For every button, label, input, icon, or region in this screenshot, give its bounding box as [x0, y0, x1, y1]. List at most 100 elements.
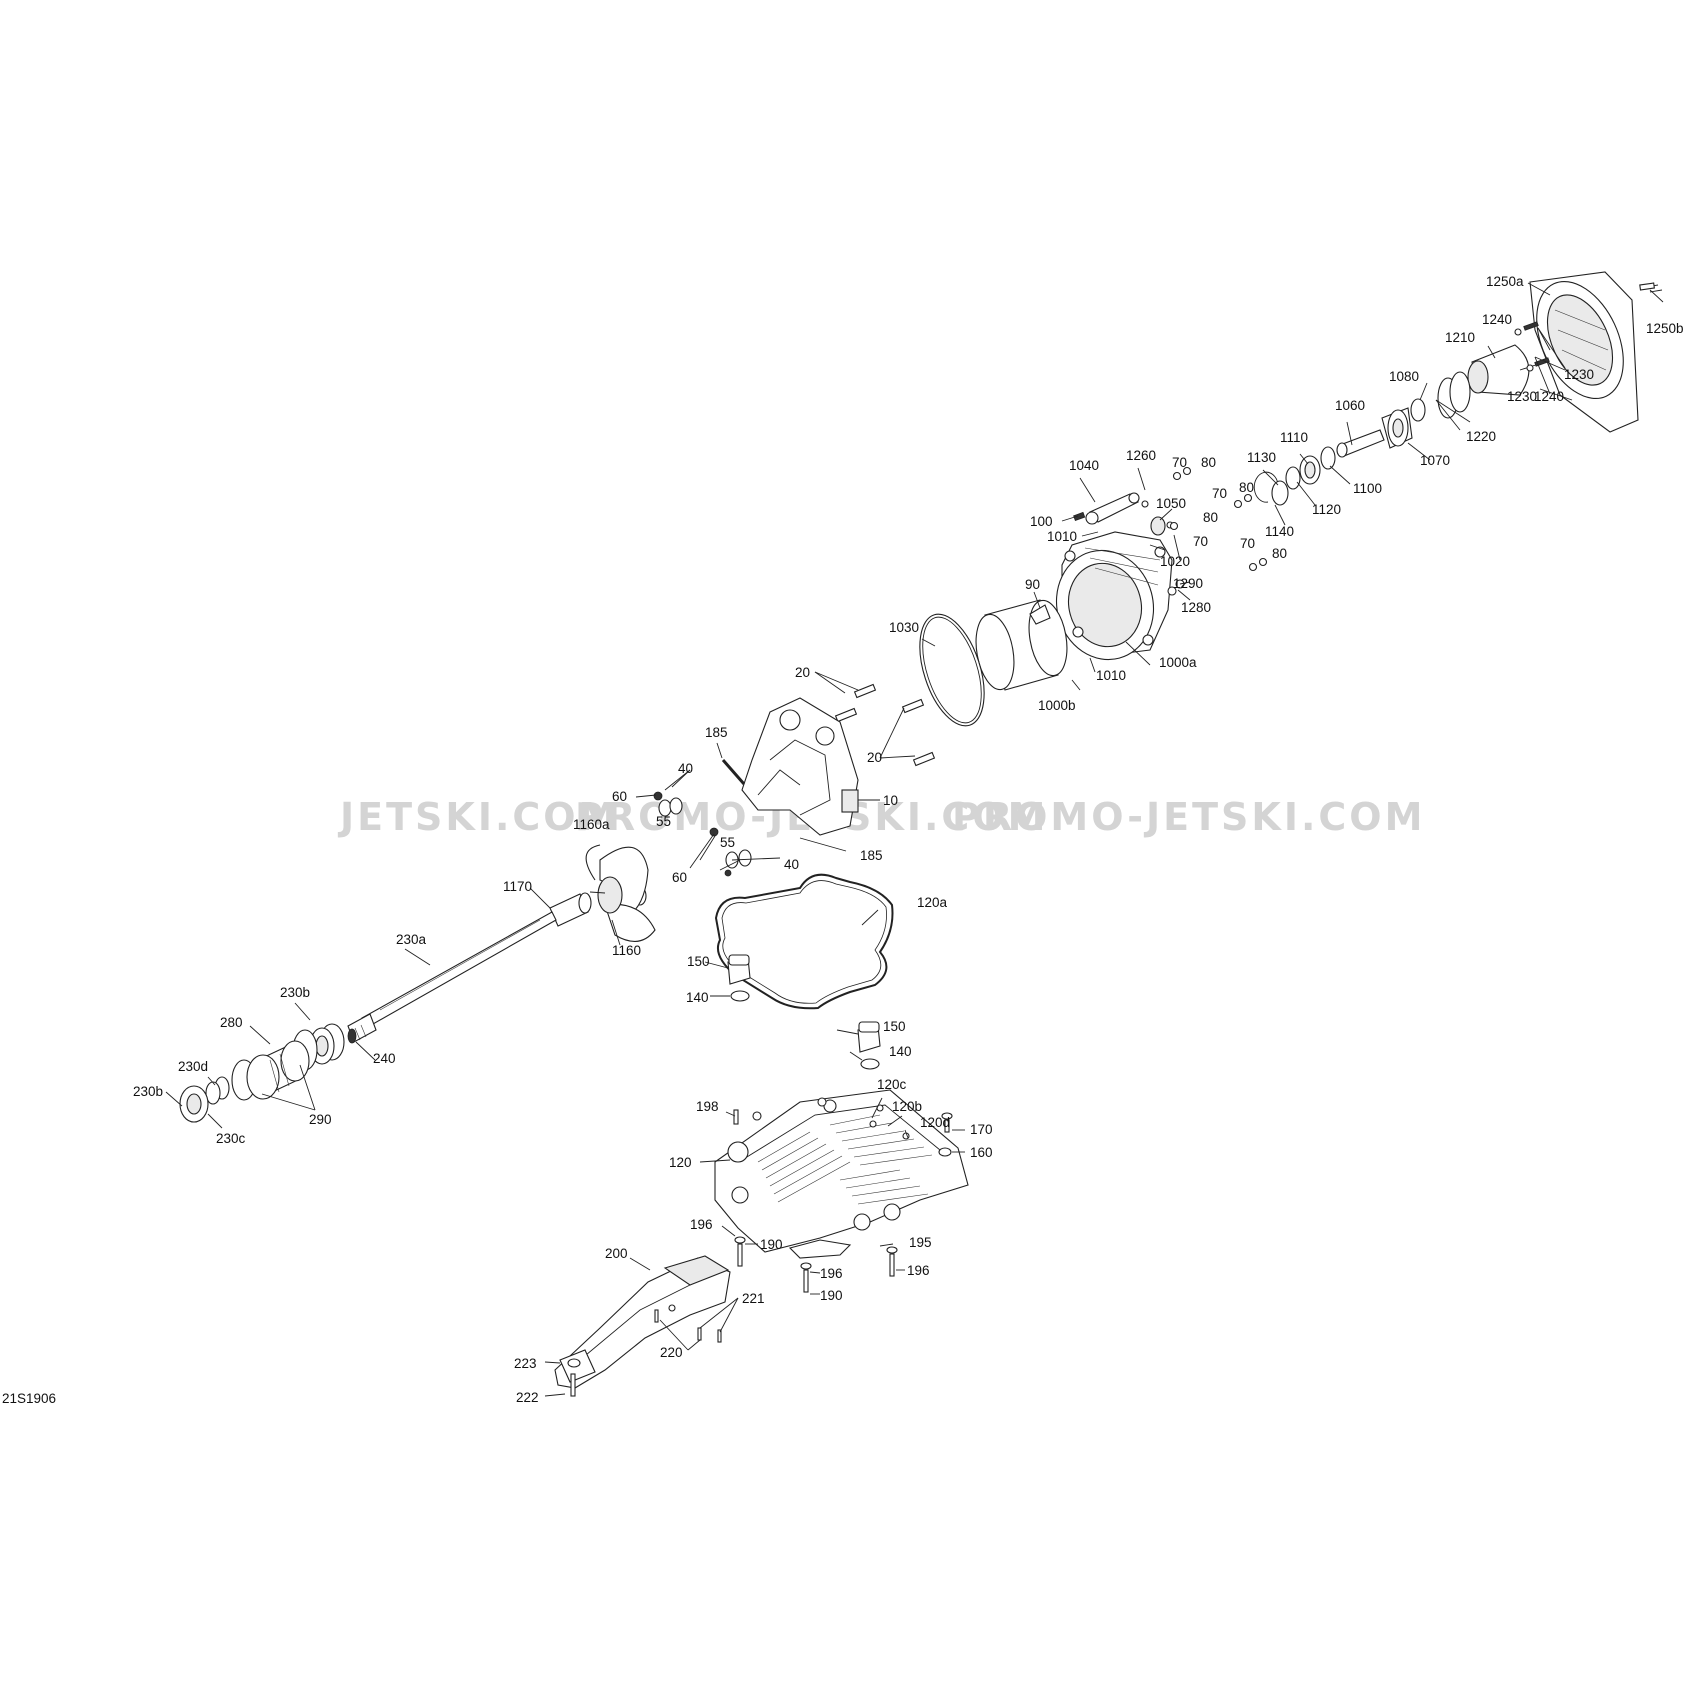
circlip-1140: [1253, 471, 1279, 503]
callout: 1250b: [1646, 321, 1683, 336]
callout: 230c: [216, 1131, 246, 1146]
bearing-1070: [1381, 407, 1413, 449]
callout: 1130: [1247, 450, 1276, 465]
callout: 1160: [612, 943, 641, 958]
callout: 140: [686, 990, 709, 1005]
callout: 196: [907, 1263, 930, 1278]
parts-artwork: [179, 271, 1663, 1397]
callout: 1250a: [1486, 274, 1524, 289]
cone-part: [1467, 344, 1546, 396]
callout: 140: [889, 1044, 912, 1059]
bolts-ride-plate: [733, 1104, 953, 1293]
spring-240: [347, 1028, 357, 1044]
seal-1120: [1285, 466, 1301, 490]
callout: 1220: [1466, 429, 1496, 444]
callout: 120a: [917, 895, 948, 910]
callout: 70: [1193, 534, 1208, 549]
callout: 80: [1272, 546, 1287, 561]
callout: 120b: [892, 1099, 922, 1114]
pin-185: [721, 759, 746, 785]
callout: 240: [373, 1051, 396, 1066]
drawing-code: 21S1906: [2, 1391, 56, 1406]
fitting-150a: [727, 954, 751, 1002]
callout: 1290: [1173, 576, 1203, 591]
ring-1130: [1271, 480, 1289, 506]
callout: 1000b: [1038, 698, 1076, 713]
callout: 80: [1203, 510, 1218, 525]
callout: 190: [760, 1237, 783, 1252]
callout: 200: [605, 1246, 628, 1261]
callout: 1230: [1507, 389, 1537, 404]
callout: 195: [909, 1235, 932, 1250]
callout: 1170: [503, 879, 532, 894]
callout: 1260: [1126, 448, 1156, 463]
callout: 1230: [1564, 367, 1594, 382]
callout: 290: [309, 1112, 332, 1127]
callout: 55: [656, 814, 671, 829]
callout: 70: [1240, 536, 1255, 551]
studs-20: [834, 683, 936, 767]
callout: 60: [612, 789, 627, 804]
callout: 230b: [133, 1084, 163, 1099]
callout: 1030: [889, 620, 919, 635]
venturi-part: [1529, 271, 1663, 433]
shaft-1060: [1336, 429, 1385, 458]
callout: 222: [516, 1390, 539, 1405]
wear-ring-1000b: [975, 599, 1068, 691]
callout: 60: [672, 870, 687, 885]
callout: 1020: [1160, 554, 1190, 569]
callout: 160: [970, 1145, 993, 1160]
callout: 1140: [1265, 524, 1294, 539]
callout: 198: [696, 1099, 719, 1114]
callout: 80: [1239, 480, 1254, 495]
callout: 190: [820, 1288, 843, 1303]
plug-1050: [1150, 516, 1166, 536]
callout: 1240: [1482, 312, 1512, 327]
callout: 220: [660, 1345, 683, 1360]
callout: 1080: [1389, 369, 1419, 384]
stator-housing-10: [741, 697, 859, 836]
callout: 196: [690, 1217, 713, 1232]
callout: 221: [742, 1291, 765, 1306]
callout: 1040: [1069, 458, 1099, 473]
callout: 1110: [1280, 430, 1308, 445]
boot-280: [246, 1040, 310, 1100]
drive-shaft-230a: [347, 911, 557, 1043]
screw-100: [1073, 511, 1086, 522]
callout: 230a: [396, 932, 427, 947]
callout: 20: [795, 665, 810, 680]
callout: 230b: [280, 985, 310, 1000]
callout: 40: [784, 857, 799, 872]
o-ring-1220b: [1449, 371, 1471, 413]
callout: 150: [883, 1019, 906, 1034]
sleeve-1170: [549, 892, 592, 927]
washer-1080: [1410, 398, 1426, 422]
impeller-1160: [585, 844, 656, 942]
callout: 120d: [920, 1115, 950, 1130]
callout: 1240: [1534, 389, 1564, 404]
callout: 1280: [1181, 600, 1211, 615]
o-ring-1030: [919, 613, 985, 727]
impeller-housing-1000a: [1055, 531, 1173, 661]
callout: 10: [883, 793, 898, 808]
callout: 20: [867, 750, 882, 765]
callout: 280: [220, 1015, 243, 1030]
callout: 150: [687, 954, 710, 969]
cover-1040: [1085, 492, 1140, 525]
callout: 1070: [1420, 453, 1450, 468]
leader-lines: [165, 282, 1664, 1397]
seal-1100: [1320, 446, 1336, 470]
callout: 170: [970, 1122, 993, 1137]
callout: 1120: [1312, 502, 1341, 517]
callout: 1160a: [573, 817, 610, 832]
callout: 80: [1201, 455, 1216, 470]
callout: 1000a: [1159, 655, 1197, 670]
callout: 70: [1212, 486, 1227, 501]
intake-grate-200: [554, 1255, 731, 1389]
callout: 1100: [1353, 481, 1382, 496]
callout: 1060: [1335, 398, 1365, 413]
callout: 90: [1025, 577, 1040, 592]
callout: 120c: [877, 1077, 907, 1092]
callout: 1050: [1156, 496, 1186, 511]
callout: 196: [820, 1266, 843, 1281]
